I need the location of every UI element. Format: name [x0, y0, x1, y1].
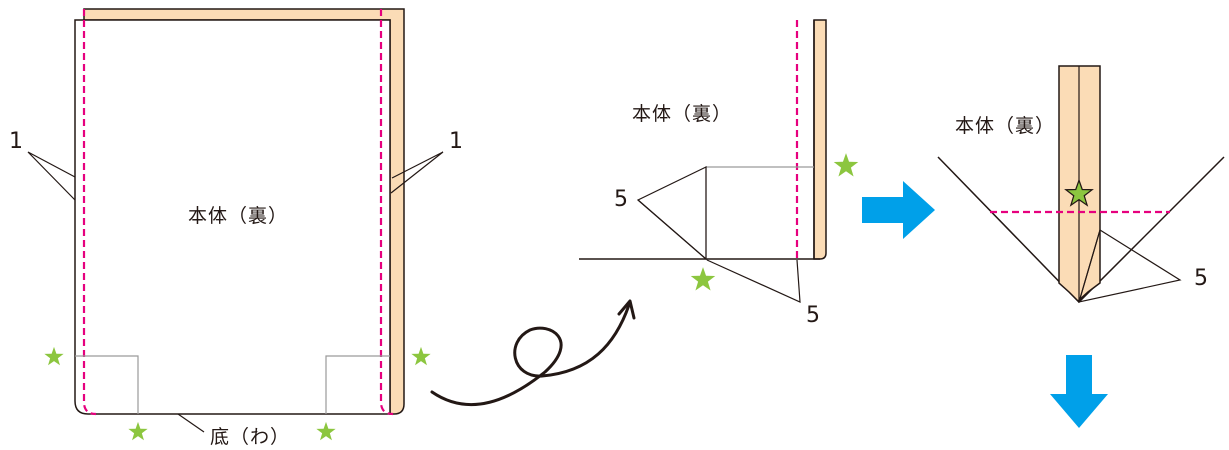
- star-mark-icon: [316, 421, 336, 441]
- panel-1: 本体（裏） 底（わ） 1 1: [9, 8, 463, 448]
- marker-label: 1: [449, 129, 463, 154]
- star-mark-icon: [833, 153, 859, 177]
- star-mark-icon: [690, 267, 716, 291]
- arrow-right-icon: [862, 181, 935, 239]
- stitch-line-right: [379, 9, 394, 416]
- gusset-diagonal: [1078, 229, 1101, 303]
- leader-line-5: [706, 259, 801, 303]
- marker-label: 5: [806, 303, 820, 328]
- leader-line-right-1: [390, 151, 444, 194]
- fabric-fold-edge: [813, 19, 827, 260]
- star-mark-icon: [128, 421, 148, 441]
- stitch-line-left: [82, 9, 97, 416]
- body-label: 本体（裏）: [955, 115, 1055, 137]
- arrow-down-icon: [1050, 355, 1108, 428]
- gusset-triangle: [636, 166, 707, 261]
- loop-arrow-icon: [430, 299, 636, 407]
- corner-guide-right: [325, 355, 390, 414]
- star-mark-icon: [411, 346, 431, 366]
- corner-guide-left: [75, 355, 139, 414]
- panel-2: 本体（裏） 5 5: [579, 19, 859, 328]
- bag-body-outline: [74, 19, 391, 415]
- bottom-label: 底（わ）: [210, 426, 290, 448]
- star-mark-icon: [44, 346, 64, 366]
- leader-line-left-1: [27, 151, 76, 201]
- body-label: 本体（裏）: [632, 103, 732, 125]
- leader-line-bottom: [177, 413, 205, 433]
- marker-label: 1: [9, 129, 23, 154]
- body-label: 本体（裏）: [188, 205, 288, 227]
- marker-label: 5: [614, 187, 628, 212]
- marker-label: 5: [1194, 266, 1208, 291]
- panel-3: 本体（裏） 5: [937, 65, 1225, 304]
- gusset-diagonal: [637, 199, 707, 260]
